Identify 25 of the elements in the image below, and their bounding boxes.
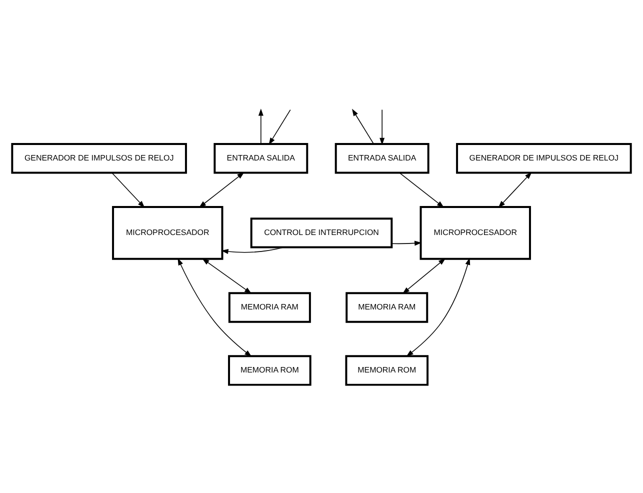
arrow [268, 108, 291, 144]
arrow [352, 108, 374, 144]
arrow [498, 172, 532, 208]
node-box: GENERADOR DE IMPULSOS DE RELOJ [456, 142, 632, 174]
node-box: MEMORIA RAM [228, 292, 311, 322]
node-box: MICROPROCESADOR [420, 206, 531, 260]
arrow [402, 258, 446, 294]
arrow [406, 257, 470, 356]
node-box: MEMORIA RAM [346, 292, 428, 322]
node-box: MEMORIA ROM [228, 354, 312, 386]
arrow [198, 172, 244, 208]
node-box: GENERADOR DE IMPULSOS DE RELOJ [11, 142, 187, 174]
arrow [221, 246, 284, 254]
arrow [380, 108, 385, 145]
arrow [112, 172, 145, 208]
arrow [202, 258, 252, 294]
arrow [399, 172, 444, 208]
arrow [258, 108, 264, 144]
arrow [391, 240, 422, 246]
node-box: CONTROL DE INTERRUPCION [250, 217, 393, 248]
node-box: ENTRADA SALIDA [214, 142, 308, 174]
arrow [178, 258, 252, 356]
node-box: ENTRADA SALIDA [334, 142, 430, 174]
node-box: MEMORIA ROM [345, 354, 429, 386]
node-box: MICROPROCESADOR [112, 206, 224, 260]
